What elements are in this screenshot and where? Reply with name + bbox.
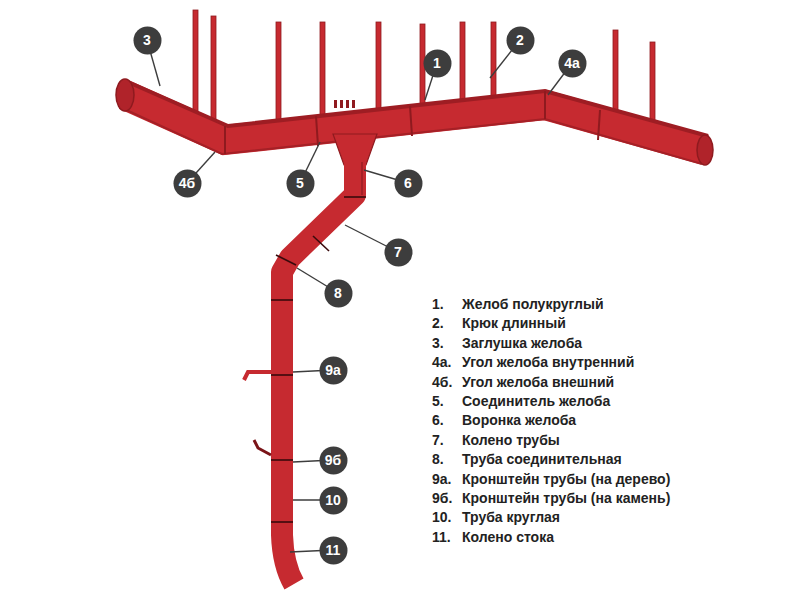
legend-number: 7. [432, 432, 444, 449]
callout-number-text: 8 [334, 286, 342, 300]
callout-number-text: 6 [404, 176, 412, 190]
gutter-cap [116, 79, 134, 111]
callout-number-text: 10 [325, 493, 341, 507]
legend-text: Крюк длинный [462, 315, 566, 332]
callout-number-text: 2 [516, 33, 524, 47]
callout-number: 8 [324, 279, 353, 308]
legend-text: Труба соединительная [462, 451, 622, 468]
callout-number: 9б [319, 446, 348, 475]
legend-number: 10. [432, 509, 451, 526]
callout-number: 5 [286, 169, 315, 198]
callout-number-text: 4б [179, 176, 195, 190]
pipe-bracket-wood [244, 372, 271, 380]
legend-number: 9б. [432, 490, 452, 507]
legend-text: Заглушка желоба [462, 335, 582, 352]
legend-text: Кронштейн трубы (на дерево) [462, 471, 670, 488]
callout-number-text: 9а [325, 363, 341, 377]
callout-number-text: 4а [564, 56, 580, 70]
callout-number: 10 [319, 486, 348, 515]
callout-number-text: 5 [296, 176, 304, 190]
legend-number: 8. [432, 451, 444, 468]
legend-text: Труба круглая [462, 509, 560, 526]
legend-text: Угол желоба внешний [462, 374, 614, 391]
callout-number-text: 1 [433, 56, 441, 70]
legend-text: Колено трубы [462, 432, 560, 449]
gutter [116, 79, 713, 165]
legend-text: Воронка желоба [462, 412, 576, 429]
callout-number: 4а [558, 49, 587, 78]
legend-number: 1. [432, 296, 444, 313]
legend-number: 4б. [432, 374, 452, 391]
callout-number-text: 11 [326, 543, 341, 557]
legend-text: Кронштейн трубы (на камень) [462, 490, 670, 507]
callout-number: 4б [173, 169, 202, 198]
legend-number: 4а. [432, 354, 451, 371]
legend-text: Колено стока [462, 529, 554, 546]
callout-number-text: 9б [325, 453, 341, 467]
downpipe [244, 134, 377, 584]
legend-number: 6. [432, 412, 444, 429]
legend-number: 5. [432, 393, 444, 410]
callout-number: 1 [423, 49, 452, 78]
callout-number: 3 [133, 26, 162, 55]
legend-number: 11. [432, 529, 451, 546]
legend-number: 3. [432, 335, 444, 352]
callout-number: 2 [506, 26, 535, 55]
callout-number-text: 7 [394, 245, 402, 259]
legend-text: Угол желоба внутренний [462, 354, 634, 371]
legend-text: Желоб полукруглый [462, 296, 604, 313]
callout-number: 9а [319, 356, 348, 385]
callout-number: 7 [384, 238, 413, 267]
pipe-bracket-stone [254, 440, 271, 455]
legend-number: 9а. [432, 471, 451, 488]
callout-number-text: 3 [143, 33, 151, 47]
legend-number: 2. [432, 315, 444, 332]
callout-number: 6 [394, 169, 423, 198]
legend-text: Соединитель желоба [462, 393, 610, 410]
callout-number: 11 [319, 536, 348, 565]
